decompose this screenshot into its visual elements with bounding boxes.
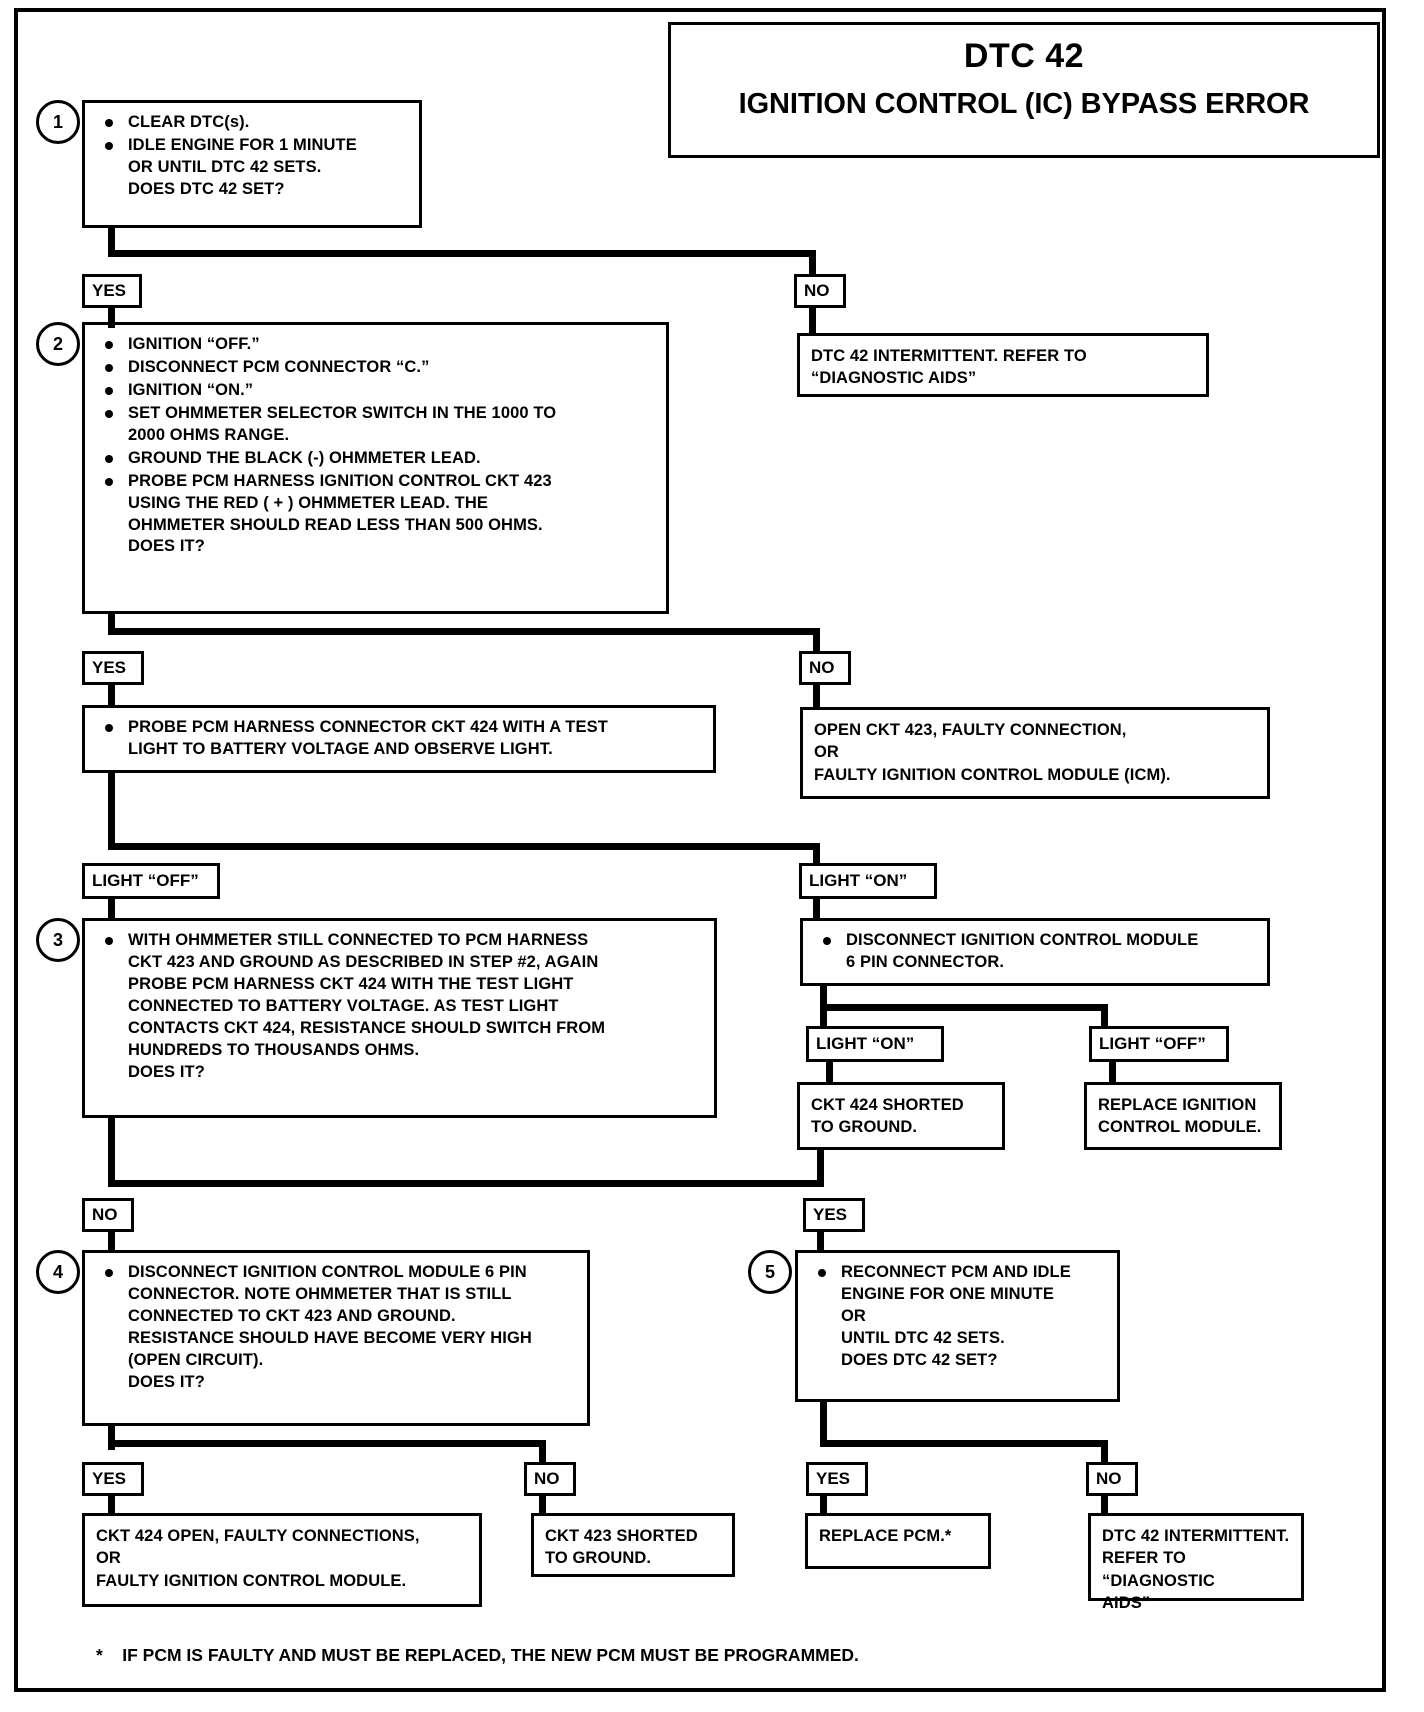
- connector-step2-stem: [108, 612, 115, 634]
- connector-yes5-down: [820, 1494, 827, 1516]
- result-intermittent-bottom: DTC 42 INTERMITTENT. REFER TO “DIAGNOSTI…: [1088, 1513, 1304, 1612]
- connector-no3-down: [108, 1230, 115, 1252]
- step-5-number: 5: [748, 1250, 792, 1294]
- footnote: * IF PCM IS FAULTY AND MUST BE REPLACED,…: [96, 1645, 859, 1665]
- connector-lightoff2-down: [1109, 1060, 1116, 1084]
- label-light-off-2: LIGHT “OFF”: [1089, 1026, 1229, 1062]
- step-3-box: WITH OHMMETER STILL CONNECTED TO PCM HAR…: [82, 918, 717, 1118]
- page-border: [14, 8, 1386, 1692]
- connector-step3-bus: [108, 1180, 824, 1187]
- label-yes-4: YES: [82, 1462, 144, 1496]
- connector-step3-down2: [108, 1140, 115, 1186]
- connector-step5-bus: [820, 1440, 1108, 1447]
- probe-ckt424-line: PROBE PCM HARNESS CONNECTOR CKT 424 WITH…: [95, 717, 703, 761]
- label-no-4: NO: [524, 1462, 576, 1496]
- connector-no5-down: [1101, 1494, 1108, 1516]
- label-light-off-1: LIGHT “OFF”: [82, 863, 220, 899]
- step-2-line-4: SET OHMMETER SELECTOR SWITCH IN THE 1000…: [95, 403, 656, 447]
- connector-lighton-stem: [813, 843, 820, 867]
- step-1-number: 1: [36, 100, 80, 144]
- connector-icm-right-down: [1101, 1004, 1108, 1030]
- connector-yes3-down: [817, 1230, 824, 1252]
- disconnect-icm-line: DISCONNECT IGNITION CONTROL MODULE 6 PIN…: [813, 930, 1257, 974]
- step-2-line-2: DISCONNECT PCM CONNECTOR “C.”: [95, 357, 656, 379]
- connector-lighton2-down: [826, 1060, 833, 1084]
- connector-lightoff1-down: [108, 897, 115, 921]
- label-no-3: NO: [82, 1198, 134, 1232]
- step-1-line-2: IDLE ENGINE FOR 1 MINUTE OR UNTIL DTC 42…: [95, 135, 409, 201]
- connector-probe-down2: [108, 795, 115, 847]
- label-yes-3: YES: [803, 1198, 865, 1232]
- connector-step3-stem: [108, 1116, 115, 1142]
- step-2-box: IGNITION “OFF.” DISCONNECT PCM CONNECTOR…: [82, 322, 669, 614]
- connector-yes1-down: [108, 306, 115, 328]
- label-light-on-2: LIGHT “ON”: [806, 1026, 944, 1062]
- title-box: DTC 42 IGNITION CONTROL (IC) BYPASS ERRO…: [668, 22, 1380, 158]
- connector-step5-right-down: [1101, 1440, 1108, 1466]
- step-2-line-3: IGNITION “ON.”: [95, 380, 656, 402]
- connector-step2-bus: [108, 628, 820, 635]
- connector-icm-stem: [820, 984, 827, 1010]
- label-no-1: NO: [794, 274, 846, 308]
- step-2-number: 2: [36, 322, 80, 366]
- step-1-line-1: CLEAR DTC(s).: [95, 112, 409, 134]
- step-2-line-6: PROBE PCM HARNESS IGNITION CONTROL CKT 4…: [95, 471, 656, 559]
- disconnect-icm-box: DISCONNECT IGNITION CONTROL MODULE 6 PIN…: [800, 918, 1270, 986]
- title-main: DTC 42: [963, 37, 1085, 75]
- result-replace-icm: REPLACE IGNITION CONTROL MODULE.: [1084, 1082, 1282, 1150]
- connector-no1-down: [809, 306, 816, 336]
- step-1-box: CLEAR DTC(s). IDLE ENGINE FOR 1 MINUTE O…: [82, 100, 422, 228]
- step-5-line-1: RECONNECT PCM AND IDLE ENGINE FOR ONE MI…: [808, 1262, 1107, 1372]
- result-ckt424-open: CKT 424 OPEN, FAULTY CONNECTIONS, OR FAU…: [82, 1513, 482, 1607]
- connector-step3-yes-stem: [817, 1150, 824, 1186]
- title-subtitle: IGNITION CONTROL (IC) BYPASS ERROR: [738, 87, 1310, 120]
- label-no-2: NO: [799, 651, 851, 685]
- connector-yes4-down: [108, 1494, 115, 1516]
- label-yes-1: YES: [82, 274, 142, 308]
- connector-probe-stem: [108, 771, 115, 797]
- step-2-line-1: IGNITION “OFF.”: [95, 334, 656, 356]
- step-5-box: RECONNECT PCM AND IDLE ENGINE FOR ONE MI…: [795, 1250, 1120, 1402]
- connector-step5-stem: [820, 1400, 827, 1444]
- step-4-line-1: DISCONNECT IGNITION CONTROL MODULE 6 PIN…: [95, 1262, 577, 1394]
- result-ckt424-shorted: CKT 424 SHORTED TO GROUND.: [797, 1082, 1005, 1150]
- connector-lighton1-down: [813, 897, 820, 921]
- result-replace-pcm: REPLACE PCM.*: [805, 1513, 991, 1569]
- connector-step1-no-stem: [809, 250, 816, 276]
- label-yes-5: YES: [806, 1462, 868, 1496]
- connector-step1-stem: [108, 228, 115, 256]
- connector-step1-bus: [108, 250, 816, 257]
- connector-yes2-down: [108, 683, 115, 707]
- label-no-5: NO: [1086, 1462, 1138, 1496]
- connector-no2-down: [813, 683, 820, 709]
- step-4-box: DISCONNECT IGNITION CONTROL MODULE 6 PIN…: [82, 1250, 590, 1426]
- connector-icm-left-down: [820, 1004, 827, 1030]
- step-2-line-5: GROUND THE BLACK (-) OHMMETER LEAD.: [95, 448, 656, 470]
- label-yes-2: YES: [82, 651, 144, 685]
- connector-step4-bus: [108, 1440, 546, 1447]
- connector-icm-bus: [820, 1004, 1108, 1011]
- connector-step4-stem: [108, 1424, 115, 1450]
- result-open-ckt-423: OPEN CKT 423, FAULTY CONNECTION, OR FAUL…: [800, 707, 1270, 799]
- label-light-on-1: LIGHT “ON”: [799, 863, 937, 899]
- connector-probe-bus: [108, 843, 820, 850]
- connector-no4-down: [539, 1494, 546, 1516]
- step-3-line-1: WITH OHMMETER STILL CONNECTED TO PCM HAR…: [95, 930, 704, 1084]
- result-intermittent-top: DTC 42 INTERMITTENT. REFER TO “DIAGNOSTI…: [797, 333, 1209, 397]
- connector-step4-right-down: [539, 1440, 546, 1466]
- step-3-number: 3: [36, 918, 80, 962]
- result-ckt423-shorted: CKT 423 SHORTED TO GROUND.: [531, 1513, 735, 1577]
- connector-step2-no-stem: [813, 628, 820, 654]
- step-4-number: 4: [36, 1250, 80, 1294]
- probe-ckt424-box: PROBE PCM HARNESS CONNECTOR CKT 424 WITH…: [82, 705, 716, 773]
